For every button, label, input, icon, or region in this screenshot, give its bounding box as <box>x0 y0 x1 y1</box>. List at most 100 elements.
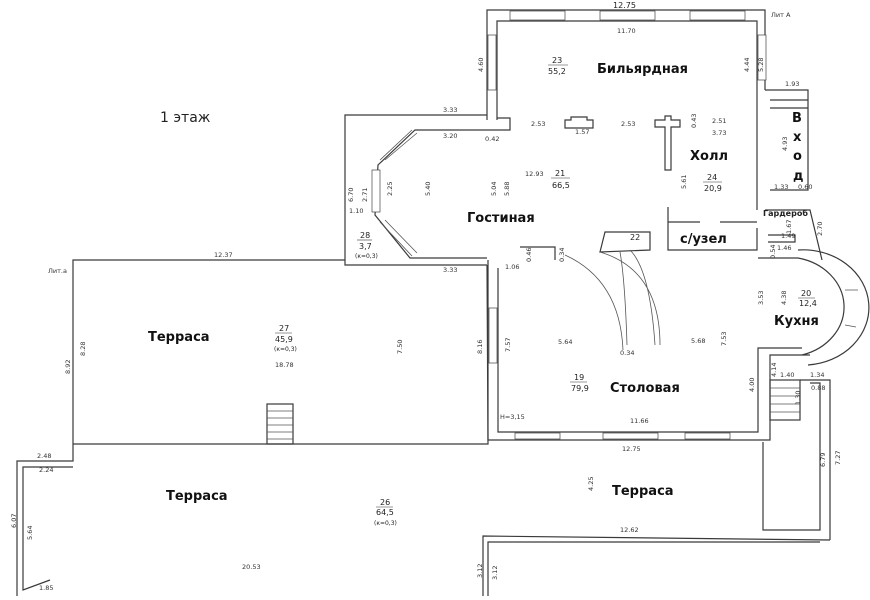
dimension-label: 0.42 <box>485 135 499 143</box>
dimension-label: 7.50 <box>396 340 404 354</box>
room-terrace27-coef: (к=0,3) <box>274 346 297 353</box>
room-kitchen-area: 12,4 <box>799 299 817 308</box>
dimension-label: 7.27 <box>834 451 842 465</box>
dimension-label: 1.49 <box>781 232 795 240</box>
dimension-label: 11.70 <box>617 27 636 35</box>
dimension-label: 4.14 <box>770 363 778 377</box>
room-labels: 1 этаж Бильярдная 23 55,2 Холл 24 20,9 Г… <box>148 56 819 527</box>
dimension-label: 4.38 <box>780 291 788 305</box>
dimension-label: 8.16 <box>476 340 484 354</box>
room-bay-area: 3,7 <box>359 242 372 251</box>
dimension-label: 3.12 <box>476 564 484 578</box>
dimension-label: 7.57 <box>504 338 512 352</box>
dimension-label: 1.30 <box>794 391 802 405</box>
entrance-letter: о <box>793 149 802 164</box>
dimension-label: 0.34 <box>558 248 566 262</box>
dimension-label: 12.75 <box>613 1 636 10</box>
dimension-label: 6.70 <box>347 188 355 202</box>
dimension-label: 4.44 <box>743 58 751 72</box>
dimension-label: Лит.а <box>48 267 67 275</box>
dimension-label: 6.07 <box>10 514 18 528</box>
dimension-label: 2.25 <box>386 182 394 196</box>
dimension-label: 18.78 <box>275 361 294 369</box>
dimension-label: 1.10 <box>349 207 363 215</box>
room-terrace-right-name: Терраса <box>612 484 674 499</box>
dimension-label: 8.92 <box>64 360 72 374</box>
dimension-label: 20.53 <box>242 563 261 571</box>
stair-number: 22 <box>630 233 640 242</box>
dimension-label: 2.53 <box>621 120 635 128</box>
dimension-label: 4.25 <box>587 477 595 491</box>
room-living-area: 66,5 <box>552 181 570 190</box>
dimension-label: 3.33 <box>443 266 457 274</box>
dimension-label: 4.00 <box>748 378 756 392</box>
dimension-label: 5.61 <box>680 175 688 189</box>
room-dining-area: 79,9 <box>571 384 589 393</box>
dimension-label: 0.54 <box>769 245 777 259</box>
dimension-label: 2.51 <box>712 117 726 125</box>
dimension-label: 4.60 <box>477 58 485 72</box>
dimension-label: 5.68 <box>691 337 705 345</box>
dimension-label: 3.53 <box>757 291 765 305</box>
dimension-label: 7.53 <box>720 332 728 346</box>
room-billiard-area: 55,2 <box>548 67 566 76</box>
dimension-label: 1.46 <box>777 244 791 252</box>
room-terrace26-name: Терраса <box>166 489 228 504</box>
room-living-name: Гостиная <box>467 211 535 226</box>
dimension-label: 1.93 <box>785 80 799 88</box>
room-bay-coef: (к=0,3) <box>355 253 378 260</box>
dimension-label: 1.40 <box>780 371 794 379</box>
dimension-label: 2.24 <box>39 466 53 474</box>
dimension-label: 3.73 <box>712 129 726 137</box>
dimension-label: 5.04 <box>490 182 498 196</box>
room-terrace27-name: Терраса <box>148 330 210 345</box>
dimension-label: 2.48 <box>37 452 51 460</box>
dimension-label: 5.40 <box>424 182 432 196</box>
dimension-label: 8.28 <box>79 342 87 356</box>
entrance-letter: х <box>793 130 802 145</box>
dimension-label: 2.71 <box>361 188 369 202</box>
dimension-label: 0.43 <box>690 114 698 128</box>
dimension-label: 12.93 <box>525 170 544 178</box>
room-wardrobe-name: Гардероб <box>763 208 808 218</box>
entrance-letter: д <box>793 169 804 184</box>
entrance-letter: В <box>792 111 802 126</box>
dimension-label: 6.79 <box>819 453 827 467</box>
dimension-label: 5.28 <box>757 58 765 72</box>
dimension-label: Лит А <box>771 11 791 19</box>
room-dining-number: 19 <box>574 373 584 382</box>
room-hall-number: 24 <box>707 173 717 182</box>
room-hall-area: 20,9 <box>704 184 722 193</box>
dimension-label: 12.75 <box>622 445 641 453</box>
dimension-label: 5.88 <box>503 182 511 196</box>
room-bay-number: 28 <box>360 231 370 240</box>
dimension-label: 1.57 <box>575 128 589 136</box>
dimension-label: 1.67 <box>785 220 793 234</box>
floor-label: 1 этаж <box>160 110 211 126</box>
dimension-labels: 12.75 11.70 Лит А 4.60 4.44 5.28 1.93 3.… <box>10 1 842 592</box>
dimension-label: 0.46 <box>525 248 533 262</box>
room-kitchen-name: Кухня <box>774 314 819 329</box>
dimension-label: 3.20 <box>443 132 457 140</box>
dimension-label: 1.34 <box>810 371 824 379</box>
dimension-label: 12.62 <box>620 526 639 534</box>
room-terrace27-area: 45,9 <box>275 335 293 344</box>
dimension-label: 0.88 <box>811 384 825 392</box>
dimension-label: 3.12 <box>491 566 499 580</box>
dimension-label: 1.33 <box>774 183 788 191</box>
dimension-label: 1.85 <box>39 584 53 592</box>
room-billiard-name: Бильярдная <box>597 62 688 77</box>
room-hall-name: Холл <box>690 149 728 164</box>
dimension-label: 11.66 <box>630 417 649 425</box>
room-wc-name: с/узел <box>680 232 727 247</box>
dimension-label: 2.53 <box>531 120 545 128</box>
dimension-label: 3.33 <box>443 106 457 114</box>
room-terrace26-coef: (к=0,3) <box>374 520 397 527</box>
walls <box>16 9 870 596</box>
dimension-label: 1.06 <box>505 263 519 271</box>
dimension-label: 0.34 <box>620 349 634 357</box>
room-living-number: 21 <box>555 169 565 178</box>
room-billiard-number: 23 <box>552 56 562 65</box>
dimension-label: 4.93 <box>781 137 789 151</box>
